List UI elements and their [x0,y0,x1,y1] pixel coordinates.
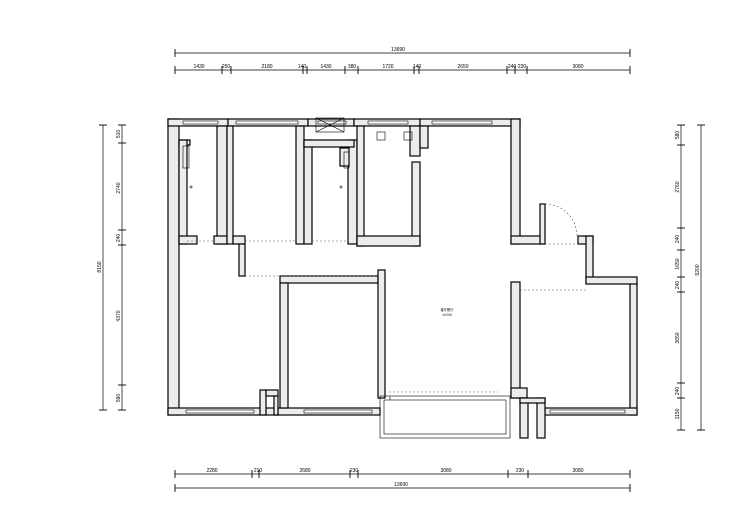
left-seg-1: 510 [116,130,122,139]
left-total-label: 8150 [97,261,103,272]
bottom-windows [185,409,626,414]
bottom-balcony [379,395,511,439]
bottom-seg-3: 2680 [299,468,310,474]
top-seg-4: 140 [298,64,307,70]
left-seg-3: 240 [116,234,122,243]
interior-walls [178,125,638,439]
right-seg-1: 580 [675,131,681,140]
top-seg-6: 380 [348,64,357,70]
bottom-dimension-segments: 2280 210 2680 230 3080 230 3080 [174,468,631,478]
top-seg-12: 3080 [572,64,583,70]
left-seg-2: 2740 [116,182,122,193]
bottom-seg-1: 2280 [206,468,217,474]
right-total-label: 9200 [695,264,701,275]
top-total-label: 13690 [391,47,405,53]
left-seg-5: 590 [116,394,122,403]
top-seg-3: 2180 [261,64,272,70]
center-level: ±0.000 [442,313,452,317]
center-title: 客厅餐厅 [441,307,455,312]
right-seg-3: 240 [675,235,681,244]
top-windows [182,117,493,133]
top-seg-1: 1430 [193,64,204,70]
bottom-seg-2: 210 [254,468,263,474]
top-dimension-total: 13690 [174,47,631,57]
top-seg-8: 140 [413,64,422,70]
top-seg-5: 1430 [320,64,331,70]
right-dimension-total: 9200 [695,124,705,431]
bottom-seg-6: 230 [516,468,525,474]
bottom-dimension-total: 13690 [174,482,631,492]
bottom-seg-7: 3080 [572,468,583,474]
top-seg-2: 250 [222,64,231,70]
fixtures [182,131,413,189]
left-dimension-segments: 510 2740 240 4370 590 [116,124,126,411]
right-seg-6: 3650 [675,332,681,343]
bottom-total-label: 13690 [394,482,408,488]
right-seg-5: 240 [675,281,681,290]
right-dimension-segments: 580 2760 240 1650 240 3650 240 1150 [675,124,685,431]
left-seg-4: 4370 [116,310,122,321]
right-seg-4: 1650 [675,258,681,269]
bottom-seg-5: 3080 [440,468,451,474]
top-seg-9: 2650 [457,64,468,70]
right-seg-2: 2760 [675,181,681,192]
top-seg-11: 230 [518,64,527,70]
right-seg-8: 1150 [675,408,681,419]
bottom-seg-4: 230 [350,468,359,474]
door-swings [187,203,586,393]
top-seg-10: 240 [508,64,517,70]
top-dimension-segments: 1430 250 2180 140 1430 380 1720 140 2650… [174,64,631,74]
room-tags: 客厅餐厅 ±0.000 [441,307,455,317]
right-seg-7: 240 [675,387,681,396]
top-seg-7: 1720 [382,64,393,70]
left-dimension-total: 8150 [97,124,107,411]
exterior-walls [167,118,638,416]
